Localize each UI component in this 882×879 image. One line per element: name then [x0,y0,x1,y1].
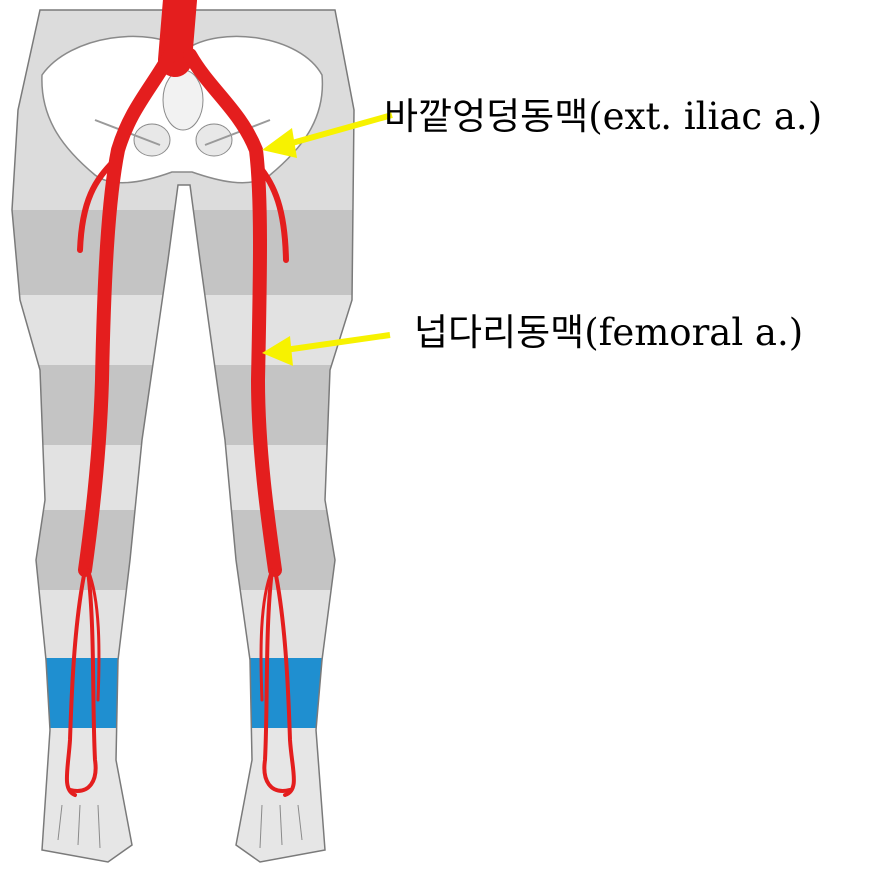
sacrum [162,69,204,131]
left-deep-femoral-branch [77,157,118,253]
arrow-external-iliac [262,112,393,158]
right-inguinal-ligament [204,119,271,146]
band-mid-thigh [12,295,354,365]
aorta [158,0,197,77]
right-posterior-tibial [262,568,292,793]
right-external-iliac-femoral-artery [183,48,282,577]
left-obturator [133,123,171,157]
external-iliac-label: 바깥엉덩동맥(ext. iliac a.) [384,95,823,138]
right-anterior-tibial [273,568,296,797]
left-anterior-tibial [64,568,87,797]
band-upper-leg [12,510,354,590]
femoral-label: 넙다리동맥(femoral a.) [414,311,804,354]
band-lower-leg [12,590,354,658]
artery-tree [64,0,296,797]
band-upper-thigh [12,210,354,295]
band-lower-thigh [12,365,354,445]
arrow-femoral [262,332,391,366]
band-knee [12,445,354,510]
legs-outline [11,9,355,863]
right-deep-femoral-branch [255,162,289,263]
left-external-iliac-femoral-artery [78,48,177,577]
right-peroneal [259,568,274,702]
left-posterior-tibial [68,568,98,793]
toe-lines [57,804,303,849]
left-peroneal [86,568,101,702]
band-foot [12,728,354,862]
right-obturator [195,123,233,157]
band-ankle [12,658,354,728]
